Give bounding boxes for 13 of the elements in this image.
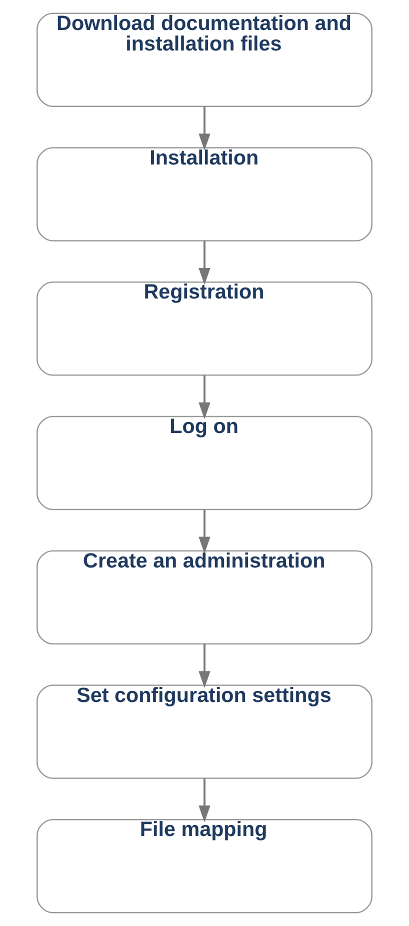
node-box: File mapping <box>36 818 372 914</box>
arrow <box>198 375 210 420</box>
node-box: Log on <box>36 416 372 510</box>
node-box: Registration <box>36 281 372 376</box>
arrow <box>198 510 210 554</box>
node-box: Set configuration settings <box>36 684 372 779</box>
node-box: Create an administration <box>36 550 372 645</box>
node-box: Download documentation and installation files <box>36 12 372 108</box>
arrow <box>198 240 210 285</box>
arrow <box>198 778 210 822</box>
arrow <box>198 644 210 688</box>
arrow <box>198 106 210 150</box>
node-box: Installation <box>36 147 372 242</box>
